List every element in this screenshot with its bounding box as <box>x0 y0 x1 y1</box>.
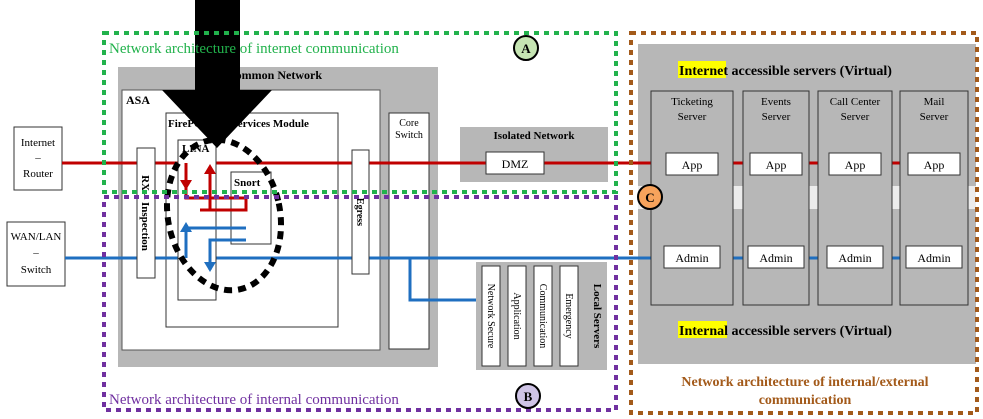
server-type: Server <box>678 111 707 123</box>
admin-label: Admin <box>759 251 792 265</box>
internal-arch-label: Network architecture of internal communi… <box>109 392 399 408</box>
app-box <box>749 152 803 176</box>
app-label: App <box>682 158 703 172</box>
dmz-label: DMZ <box>502 157 529 171</box>
server-type: Server <box>841 111 870 123</box>
badge-a <box>513 35 539 61</box>
internet-router-line2: – <box>34 152 41 164</box>
dmz-box <box>485 151 545 175</box>
red-arrow-head-up <box>204 164 216 174</box>
core-switch-label-1: Core <box>399 118 419 129</box>
local-server-box <box>533 265 553 367</box>
internet-arch-border <box>102 31 618 194</box>
blue-arrow-head-down <box>204 262 216 272</box>
admin-label: Admin <box>838 251 871 265</box>
snort-label-top: Snort <box>234 177 261 189</box>
internet-servers-title: Internet accessible servers (Virtual) <box>679 64 892 79</box>
wan-switch-box <box>6 221 66 287</box>
internet-highlight <box>678 61 726 78</box>
admin-label: Admin <box>675 251 708 265</box>
isolated-network-label: Isolated Network <box>494 130 576 142</box>
core-switch-label-2: Switch <box>395 130 423 141</box>
server-type: Server <box>762 111 791 123</box>
internet-router-box <box>13 126 63 191</box>
wan-switch-line2: – <box>32 247 39 259</box>
local-server-box <box>507 265 527 367</box>
local-servers-label: Local Servers <box>591 284 603 349</box>
server-name: Events <box>761 96 791 108</box>
egress-strip-overlay <box>351 149 370 275</box>
wan-switch-line3: Switch <box>21 264 52 276</box>
external-arch-label-1: Network architecture of internal/externa… <box>681 375 928 390</box>
asa-label: ASA <box>126 93 150 107</box>
red-arrow-head-down <box>180 180 192 190</box>
rx-inspection-label-top: RX – Inspection <box>139 175 151 251</box>
snort-box-overlay <box>230 171 272 245</box>
app-box <box>665 152 719 176</box>
core-switch <box>388 112 430 350</box>
internet-arch-label: Network architecture of internet communi… <box>109 41 399 57</box>
badge-c-label: C <box>645 190 654 205</box>
local-server-box <box>481 265 501 367</box>
badge-c <box>637 184 663 210</box>
local-server-label: Application <box>511 292 522 339</box>
lina-box-overlay <box>177 139 217 301</box>
app-box <box>828 152 882 176</box>
admin-box <box>826 245 884 269</box>
server-name: Call Center <box>830 96 881 108</box>
rx-strip-overlay <box>136 147 156 279</box>
admin-box <box>663 245 721 269</box>
blue-arrow-head-up <box>180 222 192 232</box>
app-label: App <box>924 158 945 172</box>
local-servers-link <box>408 258 476 302</box>
lina-label-top: LINA <box>182 143 210 155</box>
server-name: Mail <box>924 96 945 108</box>
external-arch-border <box>629 31 979 415</box>
big-down-arrow-icon <box>162 0 272 148</box>
app-label: App <box>766 158 787 172</box>
internal-arch-border <box>102 195 618 412</box>
internet-router-line1: Internet <box>21 137 55 149</box>
local-server-box <box>559 265 579 367</box>
inspection-highlight-ellipse <box>163 136 285 294</box>
server-column <box>899 90 969 306</box>
egress-label-top: Egress <box>354 198 365 226</box>
external-arch-label-2: communication <box>759 393 852 408</box>
local-server-label: Emergency <box>563 293 574 338</box>
server-column <box>650 90 734 306</box>
admin-box <box>905 245 963 269</box>
server-column <box>817 90 893 306</box>
local-server-label: Communication <box>537 284 548 348</box>
wan-switch-line1: WAN/LAN <box>11 231 62 243</box>
blue-flow-down-arrow <box>208 238 246 270</box>
badge-b <box>515 383 541 409</box>
badge-b-label: B <box>524 389 533 404</box>
server-type: Server <box>920 111 949 123</box>
app-box <box>907 152 961 176</box>
admin-label: Admin <box>917 251 950 265</box>
badge-a-label: A <box>521 41 531 56</box>
server-column <box>742 90 810 306</box>
common-network-label: Common Network <box>227 68 322 82</box>
server-name: Ticketing <box>671 96 713 108</box>
internal-highlight <box>678 321 727 338</box>
app-label: App <box>845 158 866 172</box>
internet-router-line3: Router <box>23 168 53 180</box>
local-server-label: Network Secure <box>485 284 496 349</box>
admin-box <box>747 245 805 269</box>
internal-servers-title: Internal accessible servers (Virtual) <box>679 324 892 339</box>
